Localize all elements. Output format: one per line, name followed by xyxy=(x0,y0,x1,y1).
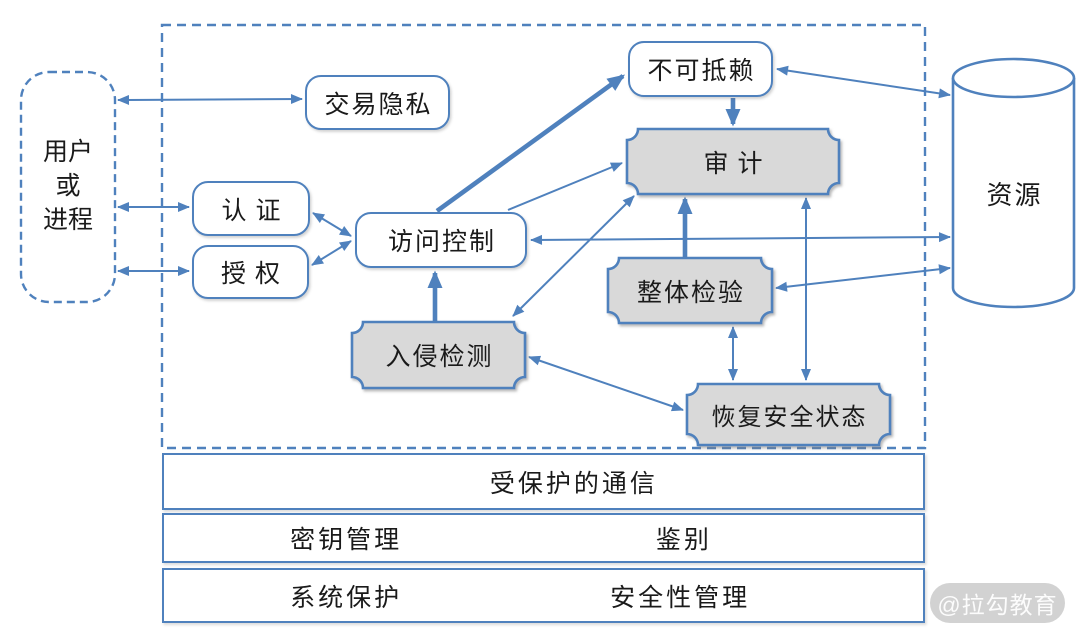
layer-protected-communication: 受保护的通信 xyxy=(162,453,925,510)
node-non-repudiation: 不可抵赖 xyxy=(628,41,773,97)
system-protection-label: 系统保护 xyxy=(290,584,403,612)
node-intrusion-detection: 入侵检测 xyxy=(352,322,525,388)
key-management-label: 密钥管理 xyxy=(290,527,403,554)
node-restore-security: 恢复安全状态 xyxy=(687,384,890,445)
integrity-check-plaque-shape xyxy=(606,256,774,325)
node-resource: 资源 xyxy=(953,162,1074,224)
user-process-dashed-box xyxy=(19,70,117,304)
access-control-label: 访问控制 xyxy=(387,229,496,256)
node-transaction-privacy: 交易隐私 xyxy=(305,75,450,130)
node-audit: 审计 xyxy=(627,129,839,194)
thick-arrows xyxy=(427,74,741,321)
node-authorization: 授权 xyxy=(192,245,309,299)
arrow-access-control-audit xyxy=(507,162,623,211)
identification-label: 鉴别 xyxy=(655,527,712,554)
intrusion-detection-label: 入侵检测 xyxy=(385,344,494,371)
arrow-access-control-non-repudiation xyxy=(435,74,626,213)
integrity-check-label: 整体检验 xyxy=(636,279,745,307)
arrow-user-transaction-privacy xyxy=(117,94,303,105)
node-integrity-check: 整体检验 xyxy=(608,258,772,323)
resource-cylinder-shape xyxy=(951,57,1076,309)
transaction-privacy-label: 交易隐私 xyxy=(324,91,433,119)
arrow-authentication-access-control xyxy=(312,212,352,237)
user-process-line1: 用户 xyxy=(42,139,93,166)
watermark-label: @拉勾教育 xyxy=(937,592,1058,618)
authorization-label: 授权 xyxy=(220,261,289,288)
node-authentication: 认证 xyxy=(192,181,310,236)
thin-arrows xyxy=(117,65,951,412)
arrow-non-repudiation-resource xyxy=(776,65,951,99)
resource-label: 资源 xyxy=(986,180,1043,210)
authentication-label: 认证 xyxy=(221,197,290,225)
layer-key-management-identification: 密钥管理 鉴别 xyxy=(162,513,925,563)
node-user-process: 用户 或 进程 xyxy=(21,72,115,302)
restore-security-plaque-shape xyxy=(685,382,892,447)
restore-security-label: 恢复安全状态 xyxy=(711,405,868,431)
intrusion-detection-plaque-shape xyxy=(350,320,527,390)
cylinder-top xyxy=(951,57,1076,99)
audit-label: 审计 xyxy=(703,150,772,178)
arrow-authorization-access-control xyxy=(311,240,352,266)
non-repudiation-label: 不可抵赖 xyxy=(647,58,756,85)
arrow-access-control-resource xyxy=(530,232,951,245)
security-mechanisms-dashed-boundary xyxy=(160,23,927,450)
audit-plaque-shape xyxy=(625,127,841,196)
plaque-shapes xyxy=(350,127,892,447)
security-management-label: 安全性管理 xyxy=(610,584,751,612)
layer-system-protection-security-management: 系统保护 安全性管理 xyxy=(162,568,925,623)
arrow-intrusion-restore xyxy=(528,355,684,412)
user-process-line2: 或 xyxy=(55,173,81,200)
protected-communication-label: 受保护的通信 xyxy=(489,470,658,498)
node-access-control: 访问控制 xyxy=(355,212,527,268)
watermark-badge: @拉勾教育 xyxy=(930,583,1065,623)
cylinder-body xyxy=(951,78,1076,309)
arrow-intrusion-audit xyxy=(512,195,635,317)
user-process-line3: 进程 xyxy=(42,207,93,234)
